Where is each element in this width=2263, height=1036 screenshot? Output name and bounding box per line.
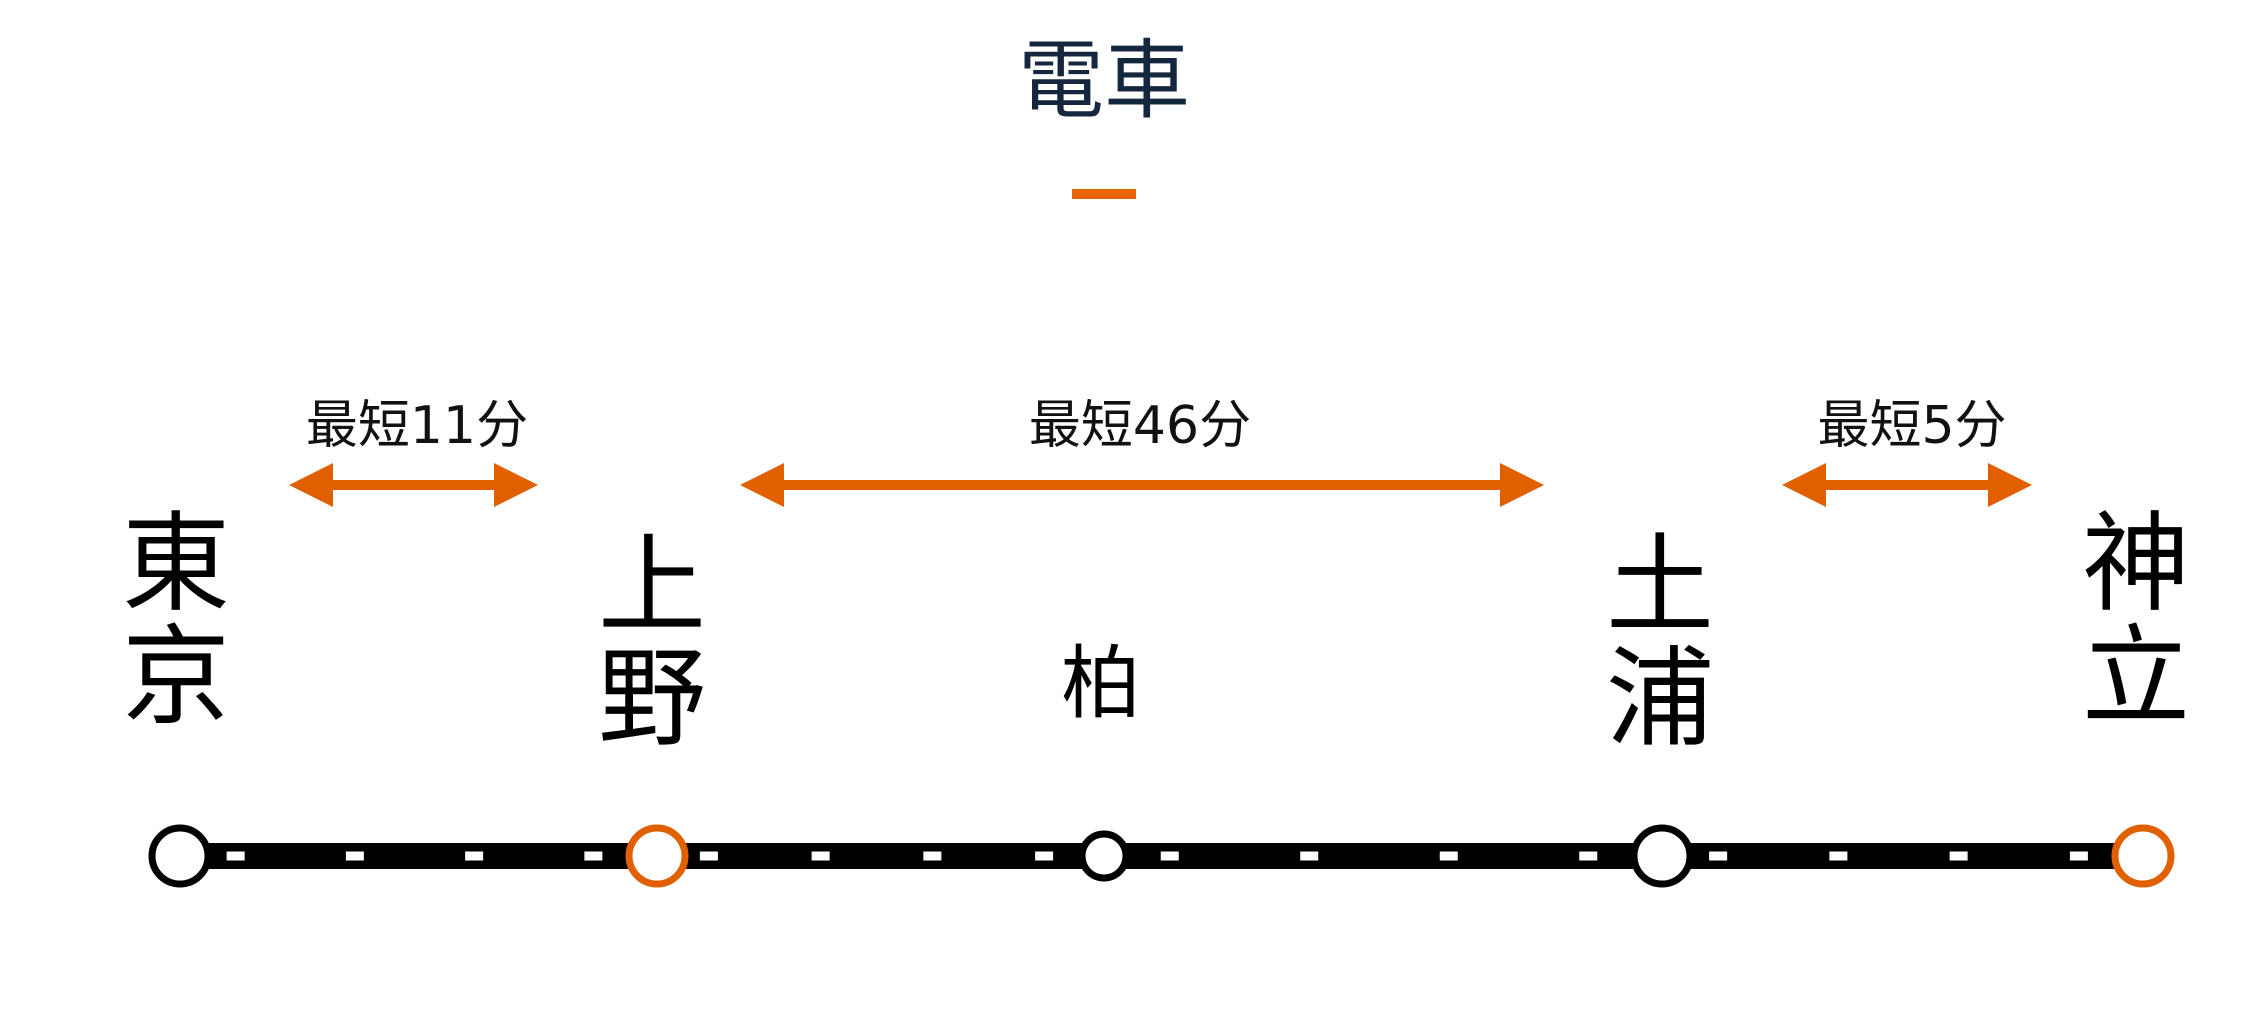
arrow-head-left-icon: [289, 463, 333, 507]
arrow-head-left-icon: [740, 463, 784, 507]
station-char: 神: [2081, 502, 2190, 627]
track-dash: [699, 851, 718, 861]
double-arrow-shaft: [1812, 480, 2002, 490]
track-dash: [1949, 851, 1968, 861]
track-dash: [226, 851, 245, 861]
track-dash: [811, 851, 830, 861]
arrow-head-right-icon: [494, 463, 538, 507]
arrow-head-left-icon: [1782, 463, 1826, 507]
station-char: 京: [121, 615, 230, 741]
segment-label-tsuchiura-kandatsu: 最短5分: [1817, 396, 2007, 456]
station-marker: [1078, 830, 1130, 882]
track-dash: [1035, 851, 1054, 861]
double-arrow-shaft: [319, 480, 508, 490]
station-name-tsuchiura: 土 浦: [1590, 530, 1730, 757]
double-arrow-shaft: [770, 480, 1514, 490]
track-dash: [1579, 851, 1598, 861]
station-char: 東: [121, 502, 230, 627]
track-dash: [584, 851, 603, 861]
station-marker: [148, 824, 212, 888]
station-marker: [625, 824, 689, 888]
station-name-kandatsu: 神 立: [2066, 508, 2206, 735]
arrow-head-right-icon: [1500, 463, 1544, 507]
track-dash: [2069, 851, 2088, 861]
track-dash: [1829, 851, 1848, 861]
track-dash: [345, 851, 364, 861]
station-char: 上: [597, 524, 706, 649]
station-name-tokyo: 東 京: [106, 508, 246, 735]
track-dash: [1709, 851, 1728, 861]
track-dash: [465, 851, 484, 861]
arrow-head-right-icon: [1988, 463, 2032, 507]
track-dash: [1300, 851, 1319, 861]
segment-label-ueno-tsuchiura: 最短46分: [1028, 396, 1252, 456]
station-name-ueno: 上 野: [582, 530, 722, 757]
diagram-title: 電車: [1018, 31, 1190, 131]
station-marker: [1630, 824, 1694, 888]
station-char: 立: [2081, 615, 2190, 741]
station-marker: [2111, 824, 2175, 888]
station-char: 柏: [1061, 637, 1141, 730]
station-char: 野: [597, 637, 706, 763]
track-dash: [1160, 851, 1179, 861]
title-underline: [1072, 189, 1136, 199]
segment-label-tokyo-ueno: 最短11分: [305, 396, 529, 456]
station-char: 浦: [1605, 637, 1714, 763]
station-char: 土: [1605, 524, 1714, 649]
track-dash: [1439, 851, 1458, 861]
track-dash: [923, 851, 942, 861]
station-name-kashiwa: 柏: [1031, 642, 1171, 726]
